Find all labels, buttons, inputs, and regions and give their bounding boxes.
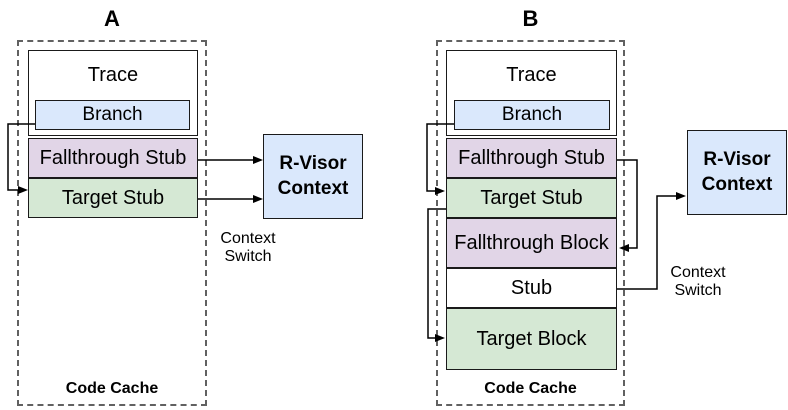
stub-box-b: Stub [446, 268, 617, 308]
trace-label-a: Trace [87, 64, 139, 86]
code-cache-container-a [17, 40, 207, 406]
target-stub-box-b: Target Stub [446, 178, 617, 218]
trace-label-b: Trace [506, 64, 557, 86]
context-switch-label-b: Context Switch [670, 264, 726, 300]
target-stub-label-a: Target Stub [61, 187, 165, 209]
fallthrough-stub-box-b: Fallthrough Stub [446, 138, 617, 178]
context-switch-label-a: Context Switch [220, 230, 276, 266]
branch-box-b: Branch [454, 100, 610, 130]
branch-label-a: Branch [82, 103, 143, 125]
target-stub-box-a: Target Stub [28, 178, 198, 218]
fallthrough-block-label-b: Fallthrough Block [454, 232, 609, 254]
stub-label-b: Stub [510, 277, 553, 299]
code-cache-label-b: Code Cache [484, 380, 577, 397]
target-block-label-b: Target Block [476, 328, 587, 350]
fallthrough-stub-label-a: Fallthrough Stub [39, 147, 187, 169]
fallthrough-stub-box-a: Fallthrough Stub [28, 138, 198, 178]
diagram-a-title: A [104, 6, 120, 31]
fallthrough-block-box-b: Fallthrough Block [446, 218, 617, 268]
target-stub-label-b: Target Stub [480, 187, 583, 209]
branch-label-b: Branch [501, 103, 563, 125]
rvisor-context-label-a: R-Visor Context [277, 152, 349, 199]
rvisor-context-box-a: R-Visor Context [263, 134, 363, 219]
rvisor-context-label-b: R-Visor Context [701, 148, 773, 195]
rvisor-context-box-b: R-Visor Context [687, 130, 787, 215]
code-cache-label-a: Code Cache [65, 380, 159, 397]
target-block-box-b: Target Block [446, 308, 617, 370]
fallthrough-stub-label-b: Fallthrough Stub [458, 147, 605, 169]
diagram-b-title: B [522, 6, 539, 31]
branch-box-a: Branch [35, 100, 190, 130]
